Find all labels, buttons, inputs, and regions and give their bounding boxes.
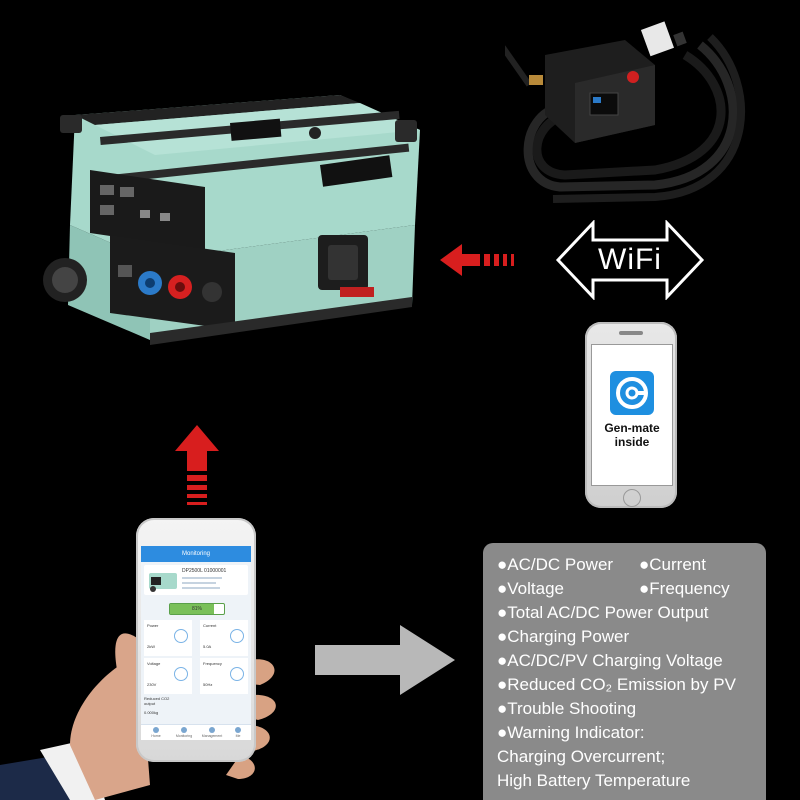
genmate-logo-icon[interactable] — [610, 371, 654, 415]
metric-label: Frequency — [203, 661, 222, 666]
wifi-module-image — [505, 21, 745, 203]
wifi-label: WiFi — [598, 243, 662, 276]
me-icon — [235, 727, 241, 733]
phone-screen: Gen-mate inside — [591, 344, 673, 486]
feature-item: ●Total AC/DC Power Output — [497, 603, 709, 622]
metric-value: 230V — [147, 682, 157, 687]
management-icon — [209, 727, 215, 733]
feature-item: ●Voltage — [497, 579, 564, 598]
device-detail-line — [182, 587, 220, 589]
nav-me[interactable]: Me — [235, 734, 241, 738]
metric-tile-frequency[interactable]: Frequency 50Hz — [200, 658, 248, 694]
battery-value: 81% — [191, 606, 202, 612]
battery-fill — [170, 604, 214, 614]
nav-management[interactable]: Management — [201, 734, 223, 738]
feature-item: ●AC/DC/PV Charging Voltage — [497, 651, 723, 670]
genmate-label-line2: inside — [614, 435, 650, 449]
gray-arrow-right-icon — [315, 625, 455, 695]
voltage-icon — [174, 667, 188, 681]
home-button-icon[interactable] — [623, 489, 641, 507]
co2-label-line1: Reduced CO2 — [144, 696, 170, 701]
metric-tile-power[interactable]: Power 2kW — [144, 620, 192, 656]
feature-row: ●Voltage ●Frequency — [497, 579, 730, 599]
device-detail-line — [182, 582, 216, 584]
feature-item: ●Current — [639, 555, 706, 574]
co2-value: 0.000kg — [144, 710, 159, 715]
nav-home[interactable]: Home — [151, 734, 161, 738]
portable-power-station-image — [43, 95, 420, 345]
device-detail-line — [182, 577, 222, 579]
red-arrow-left-icon — [440, 244, 514, 276]
device-name: DP2500L 01000001 — [182, 568, 227, 574]
feature-item: ●Charging Power — [497, 627, 630, 646]
co2-label-line2: output — [144, 701, 156, 706]
current-icon — [230, 629, 244, 643]
frequency-icon — [230, 667, 244, 681]
feature-item: ●Frequency — [639, 579, 730, 598]
generator-thumbnail-icon — [149, 573, 177, 592]
wifi-double-arrow: WiFi — [555, 220, 705, 300]
metric-value: 50Hz — [203, 682, 213, 687]
app-screen: Monitoring DP2500L 01000001 81% Power 2k… — [141, 546, 251, 740]
feature-item: ●Warning Indicator: — [497, 723, 645, 742]
phone-speaker — [619, 331, 643, 335]
metric-label: Power — [147, 623, 159, 628]
app-header-title: Monitoring — [141, 546, 251, 562]
genmate-label: Gen-mate inside — [592, 421, 672, 449]
co2-label: Reduced CO2 output — [144, 696, 169, 706]
metric-tile-voltage[interactable]: Voltage 230V — [144, 658, 192, 694]
battery-indicator: 81% — [169, 603, 225, 615]
bottom-nav: Home Monitoring Management Me — [141, 724, 251, 740]
feature-item: ●AC/DC Power — [497, 555, 614, 574]
home-icon — [153, 727, 159, 733]
metric-tile-current[interactable]: Current 5.0A — [200, 620, 248, 656]
metric-label: Voltage — [147, 661, 161, 666]
genmate-label-line1: Gen-mate — [604, 421, 660, 435]
device-card[interactable]: DP2500L 01000001 — [144, 565, 248, 595]
metric-label: Current — [203, 623, 217, 628]
monitoring-icon — [181, 727, 187, 733]
nav-monitoring[interactable]: Monitoring — [175, 734, 193, 738]
red-arrow-up-icon — [175, 425, 219, 505]
feature-item: Charging Overcurrent; — [497, 747, 666, 766]
metric-value: 2kW — [147, 644, 155, 649]
feature-row: ●AC/DC Power ●Current — [497, 555, 706, 575]
metric-value: 5.0A — [203, 644, 212, 649]
phone-monitoring-app: Monitoring DP2500L 01000001 81% Power 2k… — [136, 518, 256, 762]
phone-genmate-app: Gen-mate inside — [585, 322, 677, 508]
feature-item: High Battery Temperature — [497, 771, 691, 790]
power-icon — [174, 629, 188, 643]
features-panel: ●AC/DC Power ●Current ●Voltage ●Frequenc… — [483, 543, 766, 800]
feature-item: ●Reduced CO₂ Emission by PV — [497, 675, 736, 694]
feature-item: ●Trouble Shooting — [497, 699, 637, 718]
